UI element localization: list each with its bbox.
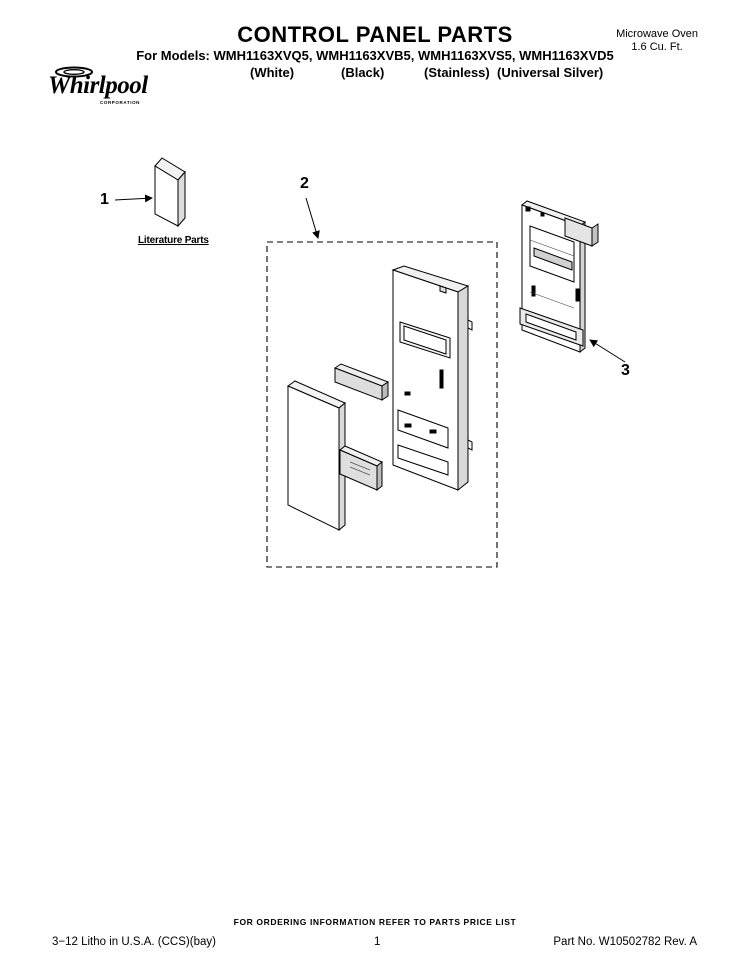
logo-wordmark: Whirlpool <box>48 72 148 99</box>
page-title: CONTROL PANEL PARTS <box>237 22 513 47</box>
badge-plate <box>333 363 390 401</box>
logo-swirl-icon <box>55 66 93 78</box>
membrane-ribbon-tail <box>339 445 383 492</box>
callout-2-number: 2 <box>300 175 309 192</box>
color-universal-silver: (Universal Silver) <box>497 65 604 80</box>
models-line: For Models: WMH1163XVQ5, WMH1163XVB5, WM… <box>136 48 614 63</box>
control-panel-assembly-boundary <box>266 241 498 568</box>
color-stainless: (Stainless) <box>424 65 490 80</box>
litho-info: 3−12 Litho in U.S.A. (CCS)(bay) <box>52 936 216 948</box>
touch-pad-membrane <box>286 380 346 532</box>
page-number: 1 <box>374 936 381 948</box>
logo-corporation: CORPORATION <box>100 100 141 105</box>
part-number: Part No. W10502782 Rev. A <box>553 936 697 948</box>
product-capacity: 1.6 Cu. Ft. <box>631 41 683 53</box>
product-info: Microwave Oven 1.6 Cu. Ft. <box>616 28 698 54</box>
color-white: (White) <box>250 65 295 80</box>
callout-1-leader <box>114 194 153 203</box>
callout-1-number: 1 <box>100 191 109 208</box>
control-panel-frame <box>391 265 473 492</box>
ordering-information: FOR ORDERING INFORMATION REFER TO PARTS … <box>233 917 517 927</box>
callout-2-leader <box>305 197 320 239</box>
control-panel-bracket <box>519 200 599 354</box>
literature-booklet <box>154 157 186 228</box>
product-name: Microwave Oven <box>616 28 698 40</box>
literature-parts-label: Literature Parts <box>138 235 209 246</box>
callout-3-leader <box>589 339 626 363</box>
color-black: (Black) <box>341 65 385 80</box>
callout-3-number: 3 <box>621 362 630 379</box>
